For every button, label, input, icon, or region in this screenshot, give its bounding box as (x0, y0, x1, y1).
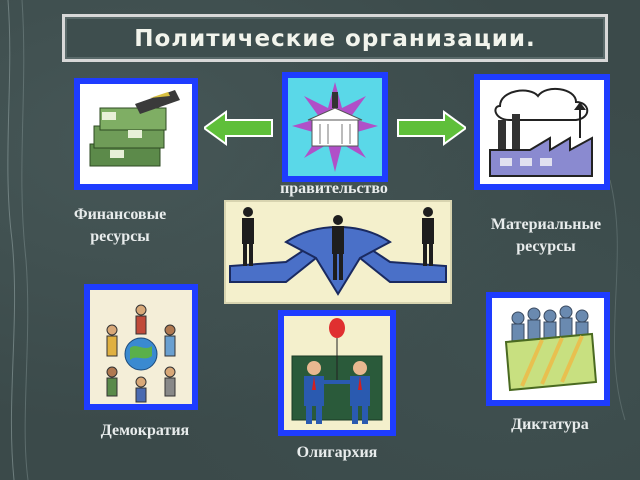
finance-image (74, 78, 198, 190)
material-image (474, 74, 610, 190)
title-bar: Политические организации. (62, 14, 608, 62)
businessmen-with-balloon-icon (284, 316, 390, 430)
arrow-right-icon (397, 110, 466, 146)
government-label: правительство (280, 180, 388, 197)
government-image (282, 72, 388, 182)
people-around-globe-icon (90, 290, 192, 404)
arrow-left-icon (204, 110, 273, 146)
dictatorship-image (486, 292, 610, 406)
democracy-image (84, 284, 198, 410)
factory-icon (489, 87, 593, 177)
finance-label: Финансовые ресурсы (73, 206, 167, 245)
material-label: Материальные ресурсы (490, 216, 602, 255)
oligarchy-label: Олигархия (296, 444, 378, 461)
page-title: Политические организации. (134, 26, 536, 52)
soldiers-in-box-icon (492, 298, 604, 400)
white-house-icon (288, 78, 382, 176)
money-stack-icon (89, 90, 180, 167)
democracy-label: Демократия (100, 422, 190, 439)
oligarchy-image (278, 310, 396, 436)
officers-on-arrows-icon (229, 207, 447, 296)
dictatorship-label: Диктатура (511, 416, 589, 433)
center-image (224, 200, 452, 304)
